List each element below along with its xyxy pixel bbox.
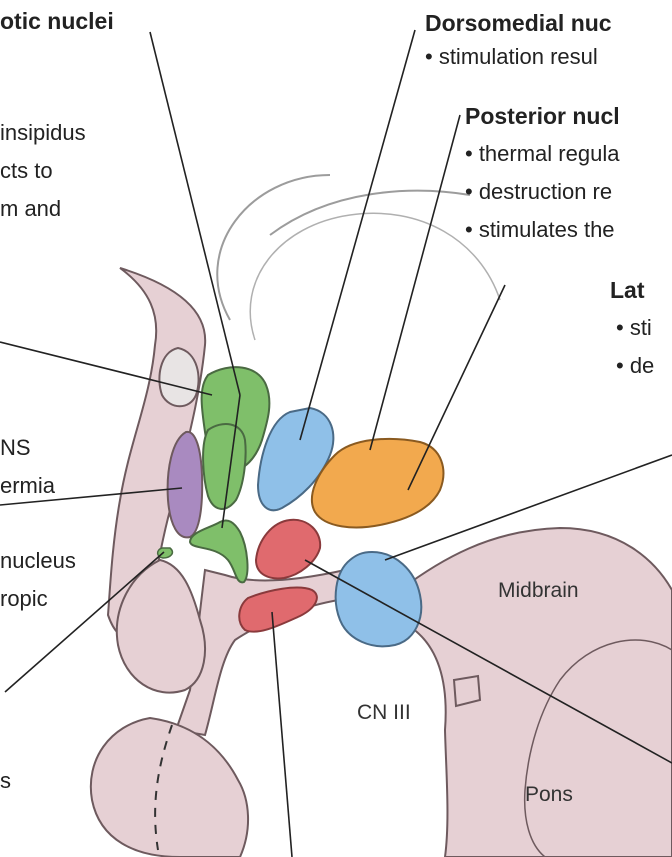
dorsomedial-title: Dorsomedial nuc bbox=[425, 10, 612, 36]
left-text-5: ermia bbox=[0, 473, 55, 499]
posterior-bullet-3: • stimulates the bbox=[465, 217, 615, 243]
dorsomedial-bullet: • stimulation resul bbox=[425, 44, 598, 70]
posterior-bullet-2: • destruction re bbox=[465, 179, 612, 205]
cn3-nerve bbox=[454, 676, 480, 706]
left-text-6: nucleus bbox=[0, 548, 76, 574]
posterior-title: Posterior nucl bbox=[465, 103, 620, 129]
grey-nucleus bbox=[159, 348, 198, 406]
leader-lateral bbox=[408, 285, 505, 490]
leader-arcuate bbox=[272, 612, 292, 857]
lateral-bullet-2: • de bbox=[616, 353, 654, 379]
cn3-label: CN III bbox=[357, 700, 411, 726]
left-text-7: ropic bbox=[0, 586, 48, 612]
midbrain-label: Midbrain bbox=[498, 578, 579, 604]
red-nucleus-upper bbox=[256, 520, 320, 579]
left-text-2: cts to bbox=[0, 158, 53, 184]
lateral-bullet-1: • sti bbox=[616, 315, 652, 341]
pituitary-lower bbox=[91, 718, 248, 857]
green-nucleus-lower bbox=[203, 424, 246, 509]
blue-nucleus-lateral bbox=[336, 552, 422, 646]
leader-posterior bbox=[370, 115, 460, 450]
left-text-3: m and bbox=[0, 196, 61, 222]
left-text-1: insipidus bbox=[0, 120, 86, 146]
background-curve-outer bbox=[217, 175, 330, 320]
posterior-bullet-1: • thermal regula bbox=[465, 141, 619, 167]
leader-dorsomedial bbox=[300, 30, 415, 440]
left-text-4: NS bbox=[0, 435, 31, 461]
supraoptic-label: otic nuclei bbox=[0, 8, 114, 34]
pons-label: Pons bbox=[525, 782, 573, 808]
lateral-title: Lat bbox=[610, 277, 645, 303]
left-text-8: s bbox=[0, 768, 11, 794]
background-curve-inner bbox=[250, 213, 500, 340]
